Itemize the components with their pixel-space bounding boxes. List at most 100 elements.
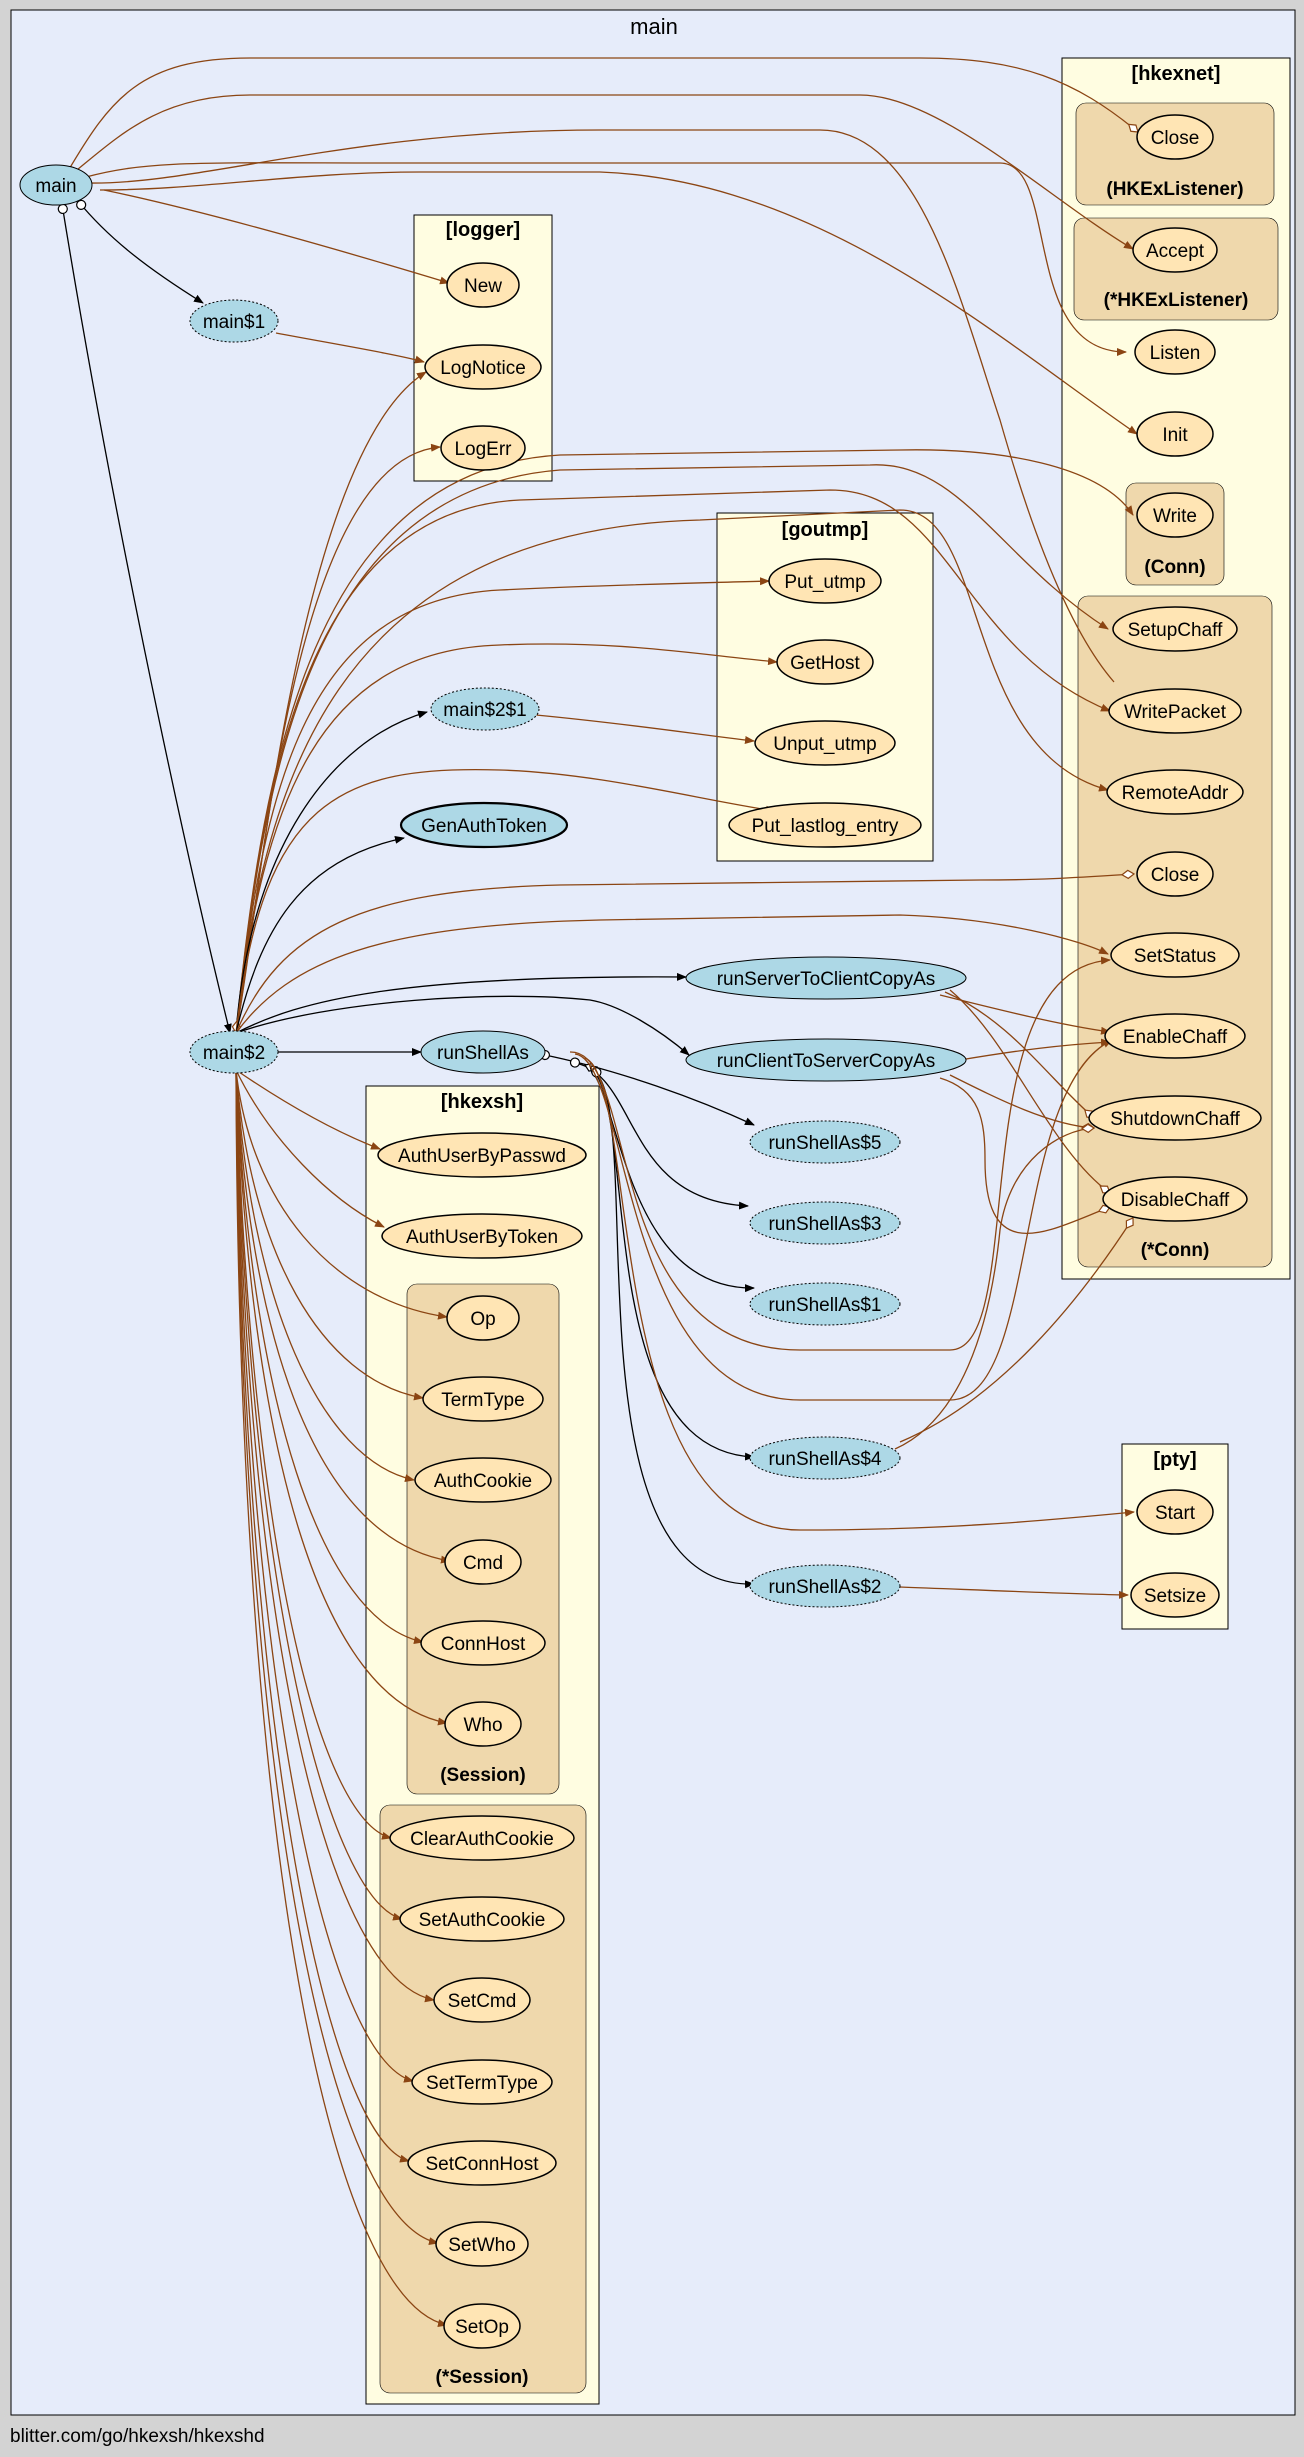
node-setstatus[interactable]: SetStatus — [1110, 932, 1240, 978]
cluster-ptr-session-title: (*Session) — [436, 2367, 529, 2388]
node-settermtype-label: SetTermType — [426, 2073, 538, 2094]
node-clearauthcookie-label: ClearAuthCookie — [410, 1829, 554, 1850]
node-init[interactable]: Init — [1136, 411, 1214, 457]
node-termtype-label: TermType — [441, 1390, 524, 1411]
node-settermtype[interactable]: SetTermType — [411, 2059, 553, 2105]
node-put-utmp-label: Put_utmp — [784, 572, 865, 593]
edge-c2s-shutdownchaff — [949, 1074, 1094, 1128]
node-new[interactable]: New — [446, 262, 520, 308]
node-termtype[interactable]: TermType — [422, 1376, 544, 1422]
node-runclienttoservercopyas[interactable]: runClientToServerCopyAs — [685, 1038, 967, 1082]
node-shutdownchaff-label: ShutdownChaff — [1110, 1109, 1240, 1130]
node-setupchaff-label: SetupChaff — [1128, 620, 1223, 641]
node-runservertoclientcopyas-label: runServerToClientCopyAs — [717, 969, 936, 990]
node-start[interactable]: Start — [1136, 1489, 1214, 1535]
node-runshellas3[interactable]: runShellAs$3 — [749, 1201, 901, 1245]
cluster-hkexsh-title: [hkexsh] — [441, 1091, 523, 1113]
node-put-lastlog-entry[interactable]: Put_lastlog_entry — [728, 802, 922, 848]
node-genauthtoken-label: GenAuthToken — [421, 816, 547, 837]
cluster-hkexlistener-title: (HKExListener) — [1106, 179, 1243, 200]
node-main1[interactable]: main$1 — [189, 299, 279, 343]
node-authuserbytoken[interactable]: AuthUserByToken — [381, 1213, 583, 1259]
node-authcookie[interactable]: AuthCookie — [414, 1457, 552, 1503]
node-listen[interactable]: Listen — [1134, 329, 1216, 375]
edge-main2-setwho — [235, 1069, 439, 2246]
cluster-ptr-conn-title: (*Conn) — [1141, 1240, 1210, 1261]
node-authuserbypasswd-label: AuthUserByPasswd — [398, 1146, 566, 1167]
node-writepacket[interactable]: WritePacket — [1108, 688, 1242, 734]
node-setconnhost[interactable]: SetConnHost — [407, 2140, 557, 2186]
node-main[interactable]: main — [19, 164, 93, 206]
node-connhost[interactable]: ConnHost — [420, 1620, 546, 1666]
node-runshellas1[interactable]: runShellAs$1 — [749, 1282, 901, 1326]
node-clearauthcookie[interactable]: ClearAuthCookie — [389, 1815, 575, 1861]
node-connhost-label: ConnHost — [441, 1634, 526, 1655]
node-unput-utmp[interactable]: Unput_utmp — [754, 720, 896, 766]
node-runservertoclientcopyas[interactable]: runServerToClientCopyAs — [685, 956, 967, 1000]
node-listen-label: Listen — [1150, 343, 1201, 364]
node-accept[interactable]: Accept — [1132, 227, 1218, 273]
node-setop[interactable]: SetOp — [443, 2303, 521, 2349]
cluster-session-title: (Session) — [440, 1765, 526, 1786]
node-setauthcookie[interactable]: SetAuthCookie — [399, 1896, 565, 1942]
edge-main-init — [99, 171, 1138, 435]
node-main21[interactable]: main$2$1 — [430, 687, 540, 731]
graph-title: main — [630, 14, 678, 39]
edge-main2-who — [235, 1069, 448, 1726]
node-setupchaff[interactable]: SetupChaff — [1112, 606, 1238, 652]
edge-main2-settermtype — [235, 1069, 414, 2083]
node-hkexlistener-close[interactable]: Close — [1136, 114, 1214, 160]
edge-main2-termtype — [235, 1069, 424, 1401]
node-new-label: New — [464, 276, 502, 297]
edge-main2-connhost — [235, 1069, 424, 1645]
node-enablechaff[interactable]: EnableChaff — [1104, 1013, 1246, 1059]
node-setsize[interactable]: Setsize — [1130, 1572, 1220, 1618]
node-runshellas5-label: runShellAs$5 — [768, 1133, 881, 1154]
edge-main2-cmd — [235, 1069, 451, 1564]
node-authuserbypasswd[interactable]: AuthUserByPasswd — [377, 1132, 587, 1178]
node-runshellas4[interactable]: runShellAs$4 — [749, 1436, 901, 1480]
edge-main2-setstatus — [235, 914, 1109, 1034]
edge-main2-putlastlog — [235, 768, 776, 1034]
node-disablechaff[interactable]: DisableChaff — [1102, 1176, 1248, 1222]
edge-main21-unpututmp — [535, 714, 755, 744]
node-logerr[interactable]: LogErr — [440, 425, 526, 471]
node-who-label: Who — [463, 1715, 502, 1736]
edge-runshell4-shutdownchaff — [894, 1128, 1094, 1450]
edge-c2s-disablechaff — [939, 1077, 1110, 1235]
node-main2[interactable]: main$2 — [189, 1030, 279, 1074]
node-shutdownchaff[interactable]: ShutdownChaff — [1088, 1095, 1262, 1141]
node-op[interactable]: Op — [446, 1295, 520, 1341]
node-conn-close-label: Close — [1151, 865, 1200, 886]
edge-main2-authcookie — [235, 1069, 415, 1483]
node-genauthtoken[interactable]: GenAuthToken — [399, 801, 569, 849]
node-setcmd[interactable]: SetCmd — [433, 1977, 531, 2023]
edge-main-writepacket — [87, 129, 1115, 683]
node-accept-label: Accept — [1146, 241, 1205, 262]
cluster-goutmp-title: [goutmp] — [782, 519, 869, 541]
node-writepacket-label: WritePacket — [1124, 702, 1227, 723]
node-op-label: Op — [470, 1309, 495, 1330]
node-gethost[interactable]: GetHost — [776, 639, 874, 685]
cluster-pty-title: [pty] — [1153, 1449, 1196, 1471]
edge-main2-connclose — [235, 874, 1134, 1034]
node-remoteaddr[interactable]: RemoteAddr — [1106, 769, 1244, 815]
node-setwho[interactable]: SetWho — [435, 2221, 529, 2267]
node-cmd[interactable]: Cmd — [444, 1539, 522, 1585]
node-main2-label: main$2 — [203, 1043, 265, 1064]
node-authcookie-label: AuthCookie — [434, 1471, 532, 1492]
node-main1-label: main$1 — [203, 312, 265, 333]
edge-runshellas-enablechaff — [574, 1039, 1113, 1401]
node-who[interactable]: Who — [444, 1701, 522, 1747]
node-logerr-label: LogErr — [454, 439, 512, 460]
edge-main-accept — [71, 94, 1134, 250]
node-write[interactable]: Write — [1136, 492, 1214, 538]
footer-package-path: blitter.com/go/hkexsh/hkexshd — [10, 2426, 265, 2447]
node-put-utmp[interactable]: Put_utmp — [768, 558, 882, 604]
node-conn-close[interactable]: Close — [1136, 851, 1214, 897]
node-lognotice[interactable]: LogNotice — [424, 344, 542, 390]
node-runshellas2[interactable]: runShellAs$2 — [749, 1564, 901, 1608]
node-runshellas[interactable]: runShellAs — [420, 1030, 546, 1074]
node-runshellas5[interactable]: runShellAs$5 — [749, 1120, 901, 1164]
node-gethost-label: GetHost — [790, 653, 860, 674]
